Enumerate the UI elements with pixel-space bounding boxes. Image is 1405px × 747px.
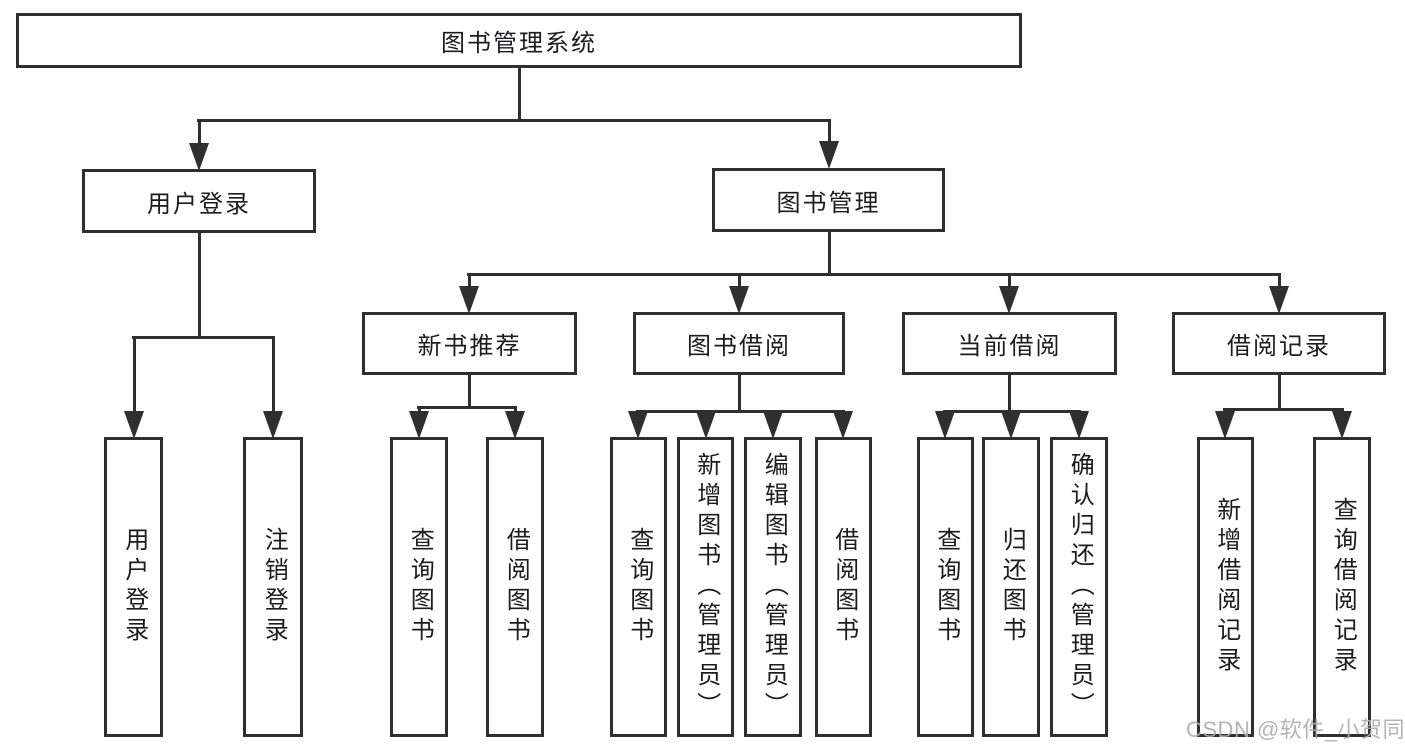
arrow-down-icon <box>1001 411 1021 439</box>
connector-line <box>272 336 275 413</box>
node-book-management: 图书管理 <box>712 168 945 232</box>
arrow-down-icon <box>696 411 716 439</box>
node-new-book-recommend: 新书推荐 <box>362 312 577 375</box>
node-label: 新增图书（管理员） <box>692 452 720 722</box>
connector-line <box>467 273 1281 276</box>
arrow-down-icon <box>124 411 144 439</box>
connector-line <box>468 276 471 288</box>
arrow-down-icon <box>459 286 479 314</box>
arrow-down-icon <box>763 411 783 439</box>
arrow-down-icon <box>819 141 839 169</box>
node-borrow-records: 借阅记录 <box>1172 312 1386 375</box>
arrow-down-icon <box>1269 286 1289 314</box>
arrow-down-icon <box>833 411 853 439</box>
node-root: 图书管理系统 <box>16 13 1022 68</box>
leaf-add-book-admin: 新增图书（管理员） <box>677 437 734 737</box>
leaf-query-borrow-record: 查询借阅记录 <box>1313 437 1371 737</box>
watermark: CSDN @软件_小贺同学 <box>1186 717 1405 742</box>
node-label: 查询图书 <box>406 527 434 647</box>
connector-line <box>1278 375 1281 411</box>
arrow-down-icon <box>1069 411 1089 439</box>
connector-line <box>738 375 741 413</box>
node-label: 编辑图书（管理员） <box>760 452 788 722</box>
leaf-borrow-books-recommend: 借阅图书 <box>486 437 544 737</box>
node-label: 注销登录 <box>260 527 288 647</box>
connector-line <box>417 406 517 409</box>
connector-line <box>738 276 741 288</box>
arrow-down-icon <box>189 143 209 171</box>
arrow-down-icon <box>729 286 749 314</box>
node-label: 用户登录 <box>120 527 148 647</box>
leaf-user-login: 用户登录 <box>104 437 163 737</box>
connector-line <box>198 233 201 339</box>
leaf-borrow-books-borrow: 借阅图书 <box>815 437 872 737</box>
arrow-down-icon <box>1332 411 1352 439</box>
node-user-login: 用户登录 <box>82 169 316 233</box>
node-label: 查询借阅记录 <box>1329 497 1357 677</box>
node-label: 借阅图书 <box>502 527 530 647</box>
connector-line <box>1223 408 1344 411</box>
leaf-query-books-current: 查询图书 <box>917 437 974 737</box>
node-label: 确认归还（管理员） <box>1066 452 1094 722</box>
leaf-return-books: 归还图书 <box>982 437 1040 737</box>
node-label: 借阅图书 <box>830 527 858 647</box>
connector-line <box>636 410 845 413</box>
leaf-confirm-return-admin: 确认归还（管理员） <box>1050 437 1108 737</box>
arrow-down-icon <box>409 411 429 439</box>
node-book-borrow: 图书借阅 <box>633 312 845 375</box>
leaf-query-books-borrow: 查询图书 <box>610 437 667 737</box>
arrow-down-icon <box>935 411 955 439</box>
leaf-add-borrow-record: 新增借阅记录 <box>1197 437 1254 737</box>
connector-line <box>198 119 201 145</box>
leaf-query-books-recommend: 查询图书 <box>390 437 448 737</box>
connector-line <box>197 119 831 122</box>
arrow-down-icon <box>999 286 1019 314</box>
leaf-edit-book-admin: 编辑图书（管理员） <box>744 437 802 737</box>
node-label: 查询图书 <box>625 527 653 647</box>
connector-line <box>133 336 136 413</box>
connector-line <box>132 336 275 339</box>
node-label: 归还图书 <box>998 527 1026 647</box>
connector-line <box>468 375 471 409</box>
connector-line <box>828 119 831 144</box>
connector-line <box>1008 276 1011 288</box>
leaf-logout: 注销登录 <box>243 437 303 737</box>
node-label: 查询图书 <box>932 527 960 647</box>
node-current-borrow: 当前借阅 <box>902 312 1117 375</box>
connector-line <box>1008 375 1011 413</box>
arrow-down-icon <box>628 411 648 439</box>
arrow-down-icon <box>1215 411 1235 439</box>
connector-line <box>1278 276 1281 288</box>
connector-line <box>828 232 831 276</box>
arrow-down-icon <box>263 411 283 439</box>
connector-line <box>518 68 521 122</box>
arrow-down-icon <box>505 411 525 439</box>
node-label: 新增借阅记录 <box>1212 497 1240 677</box>
